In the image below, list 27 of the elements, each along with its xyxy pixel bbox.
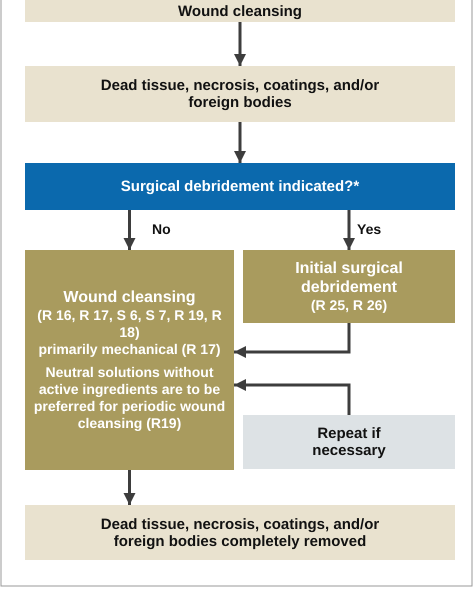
process-box	[243, 415, 455, 469]
edge-label: Yes	[355, 221, 384, 237]
arrow	[234, 22, 246, 66]
action-box	[25, 250, 234, 470]
box-text: Wound cleansing	[178, 2, 302, 20]
arrow	[234, 323, 350, 358]
arrow	[234, 122, 246, 163]
box-text: Dead tissue, necrosis, coatings, and/or foreign bodies	[100, 77, 380, 111]
box-text: primarily mechanical (R 17)	[38, 341, 221, 358]
arrow	[124, 470, 136, 505]
box-text: Surgical debridement indicated?*	[120, 178, 360, 195]
edge-label: No	[150, 221, 173, 237]
arrow	[343, 210, 355, 250]
box-text: Repeat if necessary	[311, 425, 387, 459]
action-box	[243, 250, 455, 323]
arrow	[234, 379, 350, 415]
decision-box	[25, 163, 455, 210]
process-box	[25, 66, 455, 122]
arrow	[124, 210, 136, 250]
process-box	[25, 0, 455, 22]
process-box	[25, 505, 455, 560]
box-text: (R 16, R 17, S 6, S 7, R 19, R 18)	[36, 307, 223, 341]
box-text: Neutral solutions without active ingredients are to be preferred for periodic wound cleansing (R19)	[32, 364, 226, 432]
box-text: Initial surgical debridement	[294, 259, 404, 297]
box-text: (R 25, R 26)	[310, 297, 388, 314]
box-heading: Wound cleansing	[63, 288, 196, 307]
box-text: Dead tissue, necrosis, coatings, and/or foreign bodies completely removed	[100, 516, 380, 550]
